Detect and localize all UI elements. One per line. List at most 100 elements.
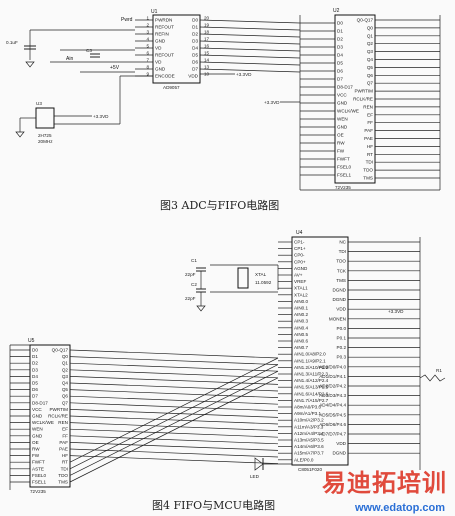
u4-left-pin-label: AIN1.0/A8/P2.0: [294, 352, 326, 357]
data-bus-wire: [199, 47, 301, 52]
u5-right-pin-label: TDI: [61, 466, 68, 471]
u2-left-pin-label: FSEL0: [337, 165, 351, 170]
fifo-to-mcu-wire: [69, 435, 279, 445]
u2-right-pin-label: RCLK/RE: [353, 97, 373, 102]
ain-label: Ain: [66, 56, 73, 62]
led-label: LED: [250, 474, 260, 479]
u2-right-pin-label: EF: [367, 112, 373, 117]
u5-right-pin-label: Q7: [62, 400, 69, 405]
u3-chip-body: [35, 107, 55, 129]
resistor-label: R1: [436, 368, 442, 373]
fifo-to-mcu-wire: [69, 442, 279, 451]
u4-left-pin-label: AIN1.4/A12/P2.4: [294, 378, 329, 383]
u5-left-pin-label: OE: [32, 440, 39, 445]
u5-right-pin-label: PAE: [59, 447, 68, 452]
u1-right-pin-label: D0: [192, 18, 198, 23]
fifo-to-mcu-wire: [69, 389, 279, 398]
u5-right-pin-label: EF: [62, 427, 68, 432]
u2-right-pin-label: Q0: [367, 25, 374, 30]
u1-right-pin-label: D3: [192, 39, 198, 44]
u4-left-pin-label: AIN0.2: [294, 312, 308, 317]
figure4-caption: 图4 FIFO与MCU电路图: [152, 499, 276, 512]
fifo-to-mcu-wire: [69, 349, 279, 359]
u5-left-pin-label: FW: [32, 453, 40, 458]
fifo-to-mcu-wire: [69, 402, 279, 412]
u1-part-label: AD9057: [163, 85, 180, 90]
u4-left-pin-label: AIN0.5: [294, 332, 308, 337]
u2-right-pin-label: TMS: [363, 176, 373, 181]
u5-right-pin-label: FF: [62, 433, 68, 438]
u4-left-pin-label: XTAL2: [294, 292, 308, 297]
u4-left-pin-label: A12m/A4/P3.4: [294, 431, 324, 436]
u2-left-pin-label: D0: [337, 21, 343, 26]
u2-right-pin-label: PAF: [364, 128, 373, 133]
u2-right-pin-label: Q2: [367, 41, 374, 46]
u4-left-pin-label: AIN0.4: [294, 325, 308, 330]
u4-right-pin-label: TDI: [339, 249, 346, 254]
u4-left-pin-label: AIN1.5/A13/P2.5: [294, 385, 329, 390]
u1-left-pin-label: VD: [155, 46, 162, 51]
u2-left-pin-label: FW: [337, 149, 345, 154]
u4-left-pin-label: AIN0.0: [294, 299, 308, 304]
data-bus-wire: [199, 40, 301, 45]
u5-left-pin-label: D5: [32, 381, 38, 386]
watermark-brand: 易迪拓培训: [322, 469, 447, 497]
u2-right-pin-label: Q1: [367, 33, 374, 38]
u2-right-pin-label: Q6: [367, 73, 374, 78]
u5-left-pin-label: D6: [32, 387, 38, 392]
u5-left-pin-label: WCLK/WE: [32, 420, 54, 425]
u4-right-pin-label: TCK: [337, 268, 347, 273]
u4-right-pin-label: P0.2: [337, 345, 347, 350]
u1-left-pin-label: ENCODE: [155, 74, 175, 79]
u5-left-pin-label: VCC: [32, 407, 42, 412]
fifo-to-mcu-wire: [69, 377, 279, 483]
u2-left-pin-label: FWFT: [337, 157, 350, 162]
u5-right-pin-label: PWRTIM: [49, 407, 68, 412]
u4-left-pin-label: A9m/A1/P3.1: [294, 411, 322, 416]
u1-right-pin-label: VDD: [188, 74, 198, 79]
u2-right-pin-label: PWRTIM: [354, 89, 373, 94]
resistor-symbol: [419, 374, 446, 382]
crystal-freq-label: 11.0592: [255, 280, 272, 285]
u4-right-pin-label: DGND: [332, 288, 346, 293]
u5-left-pin-label: WEN: [32, 427, 43, 432]
u2-right-pin-label: Q0-Q17: [357, 18, 374, 23]
u2-left-pin-label: WCLK/WE: [337, 109, 359, 114]
u2-right-pin-label: RT: [367, 152, 373, 157]
u1-left-pin-label: REFOUT: [155, 25, 174, 30]
c1-ref-label: C1: [191, 258, 197, 263]
u5-left-pin-label: D0: [32, 348, 38, 353]
u3-part-label: 20MHz: [38, 139, 53, 144]
data-bus-wire: [199, 33, 301, 38]
u4-part-label: C8051F020: [298, 467, 322, 472]
u1-right-pin-label: D4: [192, 46, 198, 51]
u2-right-pin-label: HF: [367, 144, 373, 149]
fifo-to-mcu-wire: [69, 415, 279, 425]
u5-left-pin-label: RW: [32, 447, 40, 452]
u5-right-pin-label: Q0-Q17: [52, 348, 69, 353]
cap-ref-label: C3: [86, 48, 92, 53]
u1-ref-label: U1: [151, 9, 158, 15]
fifo-to-mcu-wire: [69, 364, 279, 470]
u1-left-pin-number: 8: [146, 65, 149, 70]
u1-left-pin-label: REFIN: [155, 32, 169, 37]
u2-left-pin-label: D3: [337, 45, 343, 50]
u5-right-pin-label: Q5: [62, 387, 69, 392]
watermark-url: www.edatop.com: [354, 502, 445, 514]
u2-part-label: 72V235: [335, 185, 351, 190]
u2-right-pin-label: Q3: [367, 49, 374, 54]
fifo-to-mcu-wire: [69, 362, 279, 372]
u4-left-pin-label: AIN0.6: [294, 339, 308, 344]
u4-right-pin-label: DGND: [332, 297, 346, 302]
figure3-caption: 图3 ADC与FIFO电路图: [160, 199, 280, 212]
u4-right-pin-label: VDD: [336, 441, 346, 446]
u2-right-pin-label: REN: [363, 104, 373, 109]
cap-value-label: 0.1uF: [6, 40, 18, 45]
crystal-body: [237, 267, 249, 289]
u5-left-pin-label: FWFT: [32, 460, 45, 465]
u4-left-pin-label: AIN1.2/A10/P2.2: [294, 365, 329, 370]
u2-left-pin-label: FSEL1: [337, 173, 351, 178]
u4-right-pin-label: TMS: [336, 278, 346, 283]
u1-left-pin-number: 7: [146, 58, 149, 63]
